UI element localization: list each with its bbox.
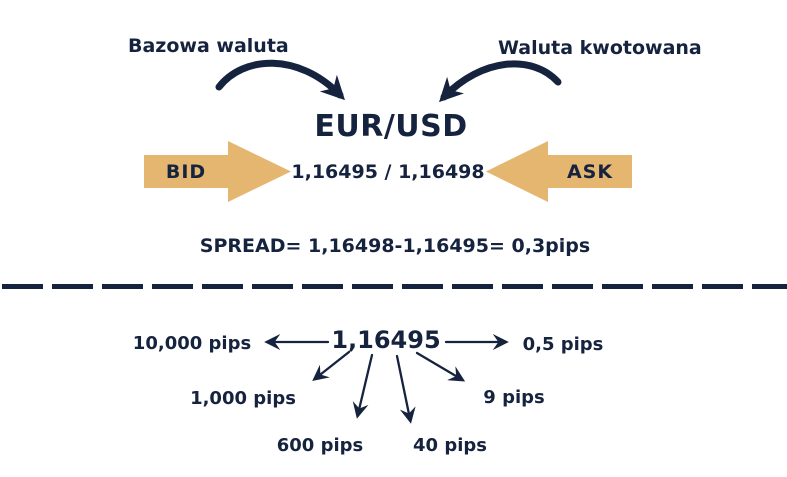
pip-label-10000: 10,000 pips xyxy=(132,333,252,354)
currency-pair-title: EUR/USD xyxy=(314,109,468,144)
pip-label-05: 0,5 pips xyxy=(522,334,604,355)
quote-currency-label: Waluta kwotowana xyxy=(498,37,702,59)
ask-label: ASK xyxy=(566,161,614,183)
arrow-to-600-pips xyxy=(352,353,374,419)
bid-label: BID xyxy=(165,161,207,183)
spread-formula: SPREAD= 1,16498-1,16495= 0,3pips xyxy=(199,235,591,257)
bid-ask-quote: 1,16495 / 1,16498 xyxy=(291,161,485,183)
ask-arrow-shape xyxy=(486,141,632,202)
pip-label-9: 9 pips xyxy=(483,387,545,408)
base-currency-label: Bazowa waluta xyxy=(128,35,289,57)
decomposed-price: 1,16495 xyxy=(331,326,441,354)
base-currency-arrow xyxy=(215,59,345,101)
dashed-divider xyxy=(2,284,787,289)
pip-label-1000: 1,000 pips xyxy=(190,388,296,409)
arrow-to-1000-pips xyxy=(312,350,351,381)
bid-arrow-shape xyxy=(144,141,291,202)
arrow-to-9-pips xyxy=(415,351,466,382)
pip-label-600: 600 pips xyxy=(276,435,364,456)
quote-currency-arrow xyxy=(439,60,562,103)
arrow-to-40-pips xyxy=(395,354,416,424)
pip-label-40: 40 pips xyxy=(413,435,487,456)
